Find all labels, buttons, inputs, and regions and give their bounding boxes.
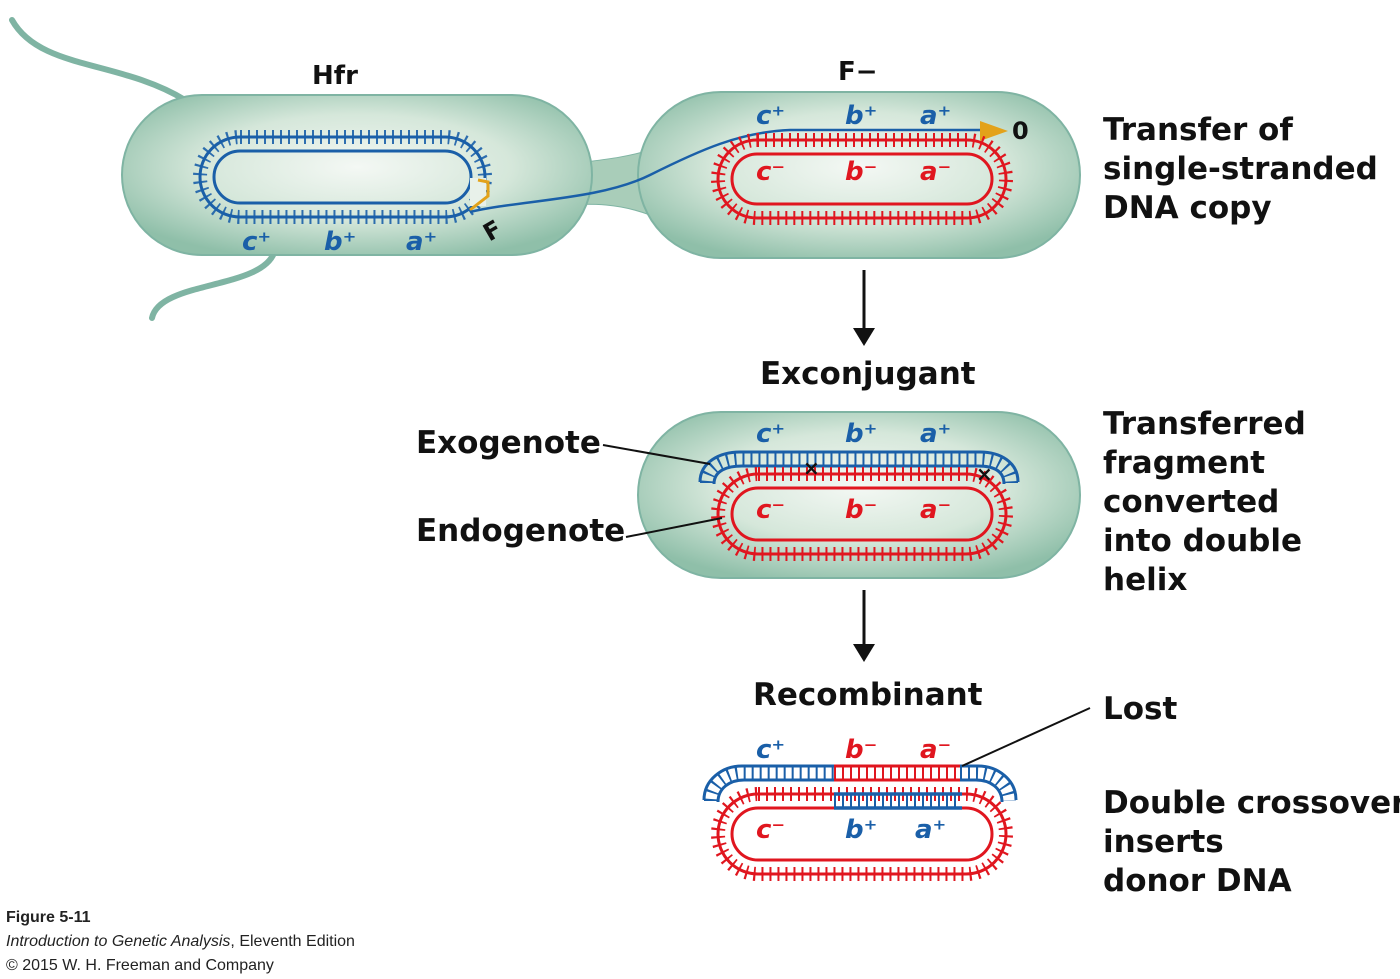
figure-number: Figure 5-11 (6, 909, 91, 926)
converted-line-5: helix (1103, 562, 1187, 598)
exconjugant-label: Exconjugant (760, 356, 976, 392)
lost-gene-a-minus: a⁻ (920, 735, 951, 765)
endo-gene-a-minus: a⁻ (920, 495, 951, 525)
flow-arrow-2-head (853, 644, 875, 662)
endogenote-chromosome (711, 467, 1013, 561)
crossover-description: Double crossover inserts donor DNA (1103, 785, 1400, 899)
crossover-mark-right: × (976, 462, 993, 486)
transfer-line-2: single-stranded (1103, 151, 1378, 187)
recombinant-label: Recombinant (753, 677, 983, 713)
endo-gene-c-minus: c⁻ (756, 495, 785, 525)
book-edition: , Eleventh Edition (230, 933, 355, 950)
recombinant-chromosome (711, 787, 1013, 881)
flow-arrow-1-head (853, 328, 875, 346)
crossover-line-3: donor DNA (1103, 863, 1292, 899)
hfr-pilus-bottom (149, 247, 278, 321)
converted-line-3: converted (1103, 484, 1279, 520)
hfr-gene-b-plus: b⁺ (324, 227, 356, 257)
transferring-strand (469, 128, 985, 214)
exogenote-pointer (602, 444, 711, 465)
crossover-line-1: Double crossover (1103, 785, 1400, 821)
hfr-pilus-top (9, 17, 188, 103)
crossover-mark-left: × (803, 456, 820, 480)
lost-fragment (702, 764, 1018, 803)
converted-line-4: into double (1103, 523, 1302, 559)
f-minus-gene-b-minus: b⁻ (845, 157, 877, 187)
hfr-gene-a-plus: a⁺ (406, 227, 437, 257)
recombinant-gene-c-minus: c⁻ (756, 815, 785, 845)
transfer-line-3: DNA copy (1103, 190, 1272, 226)
converted-line-1: Transferred (1103, 406, 1306, 442)
endogenote-pointer (625, 517, 723, 538)
hfr-gene-c-plus: c⁺ (242, 227, 271, 257)
exogenote-label: Exogenote (416, 425, 601, 461)
hfr-cell (121, 94, 593, 256)
transfer-line-1: Transfer of (1103, 112, 1293, 148)
strand-gene-a-plus: a⁺ (920, 101, 951, 131)
strand-gene-c-plus: c⁺ (756, 101, 785, 131)
lost-gene-b-minus: b⁻ (845, 735, 877, 765)
lost-gene-c-plus: c⁺ (756, 735, 785, 765)
exo-gene-a-plus: a⁺ (920, 419, 951, 449)
exo-gene-b-plus: b⁺ (845, 419, 877, 449)
book-reference: Introduction to Genetic Analysis, Eleven… (6, 930, 355, 954)
f-minus-chromosome (711, 133, 1013, 225)
lost-label: Lost (1103, 691, 1178, 727)
converted-line-2: fragment (1103, 445, 1265, 481)
endo-gene-b-minus: b⁻ (845, 495, 877, 525)
f-minus-gene-a-minus: a⁻ (920, 157, 951, 187)
endogenote-label: Endogenote (416, 513, 625, 549)
transfer-description: Transfer of single-stranded DNA copy (1103, 112, 1389, 226)
converted-description: Transferred fragment converted into doub… (1103, 406, 1317, 598)
crossover-line-2: inserts (1103, 824, 1224, 860)
f-minus-gene-c-minus: c⁻ (756, 157, 785, 187)
book-title: Introduction to Genetic Analysis (6, 933, 231, 950)
recombinant-gene-a-plus: a⁺ (915, 815, 946, 845)
transfer-arrowhead (980, 121, 1008, 141)
strand-gene-b-plus: b⁺ (845, 101, 877, 131)
copyright-notice: © 2015 W. H. Freeman and Company (6, 957, 274, 974)
f-minus-label: F− (838, 57, 878, 87)
hfr-label: Hfr (312, 61, 358, 91)
exogenote-strand (698, 450, 1020, 485)
exo-gene-c-plus: c⁺ (756, 419, 785, 449)
lost-pointer (961, 707, 1091, 767)
recombinant-gene-b-plus: b⁺ (845, 815, 877, 845)
origin-label: 0 (1012, 117, 1029, 145)
figure-caption: Figure 5-11 Introduction to Genetic Anal… (6, 906, 355, 978)
f-factor-segment (469, 178, 490, 212)
